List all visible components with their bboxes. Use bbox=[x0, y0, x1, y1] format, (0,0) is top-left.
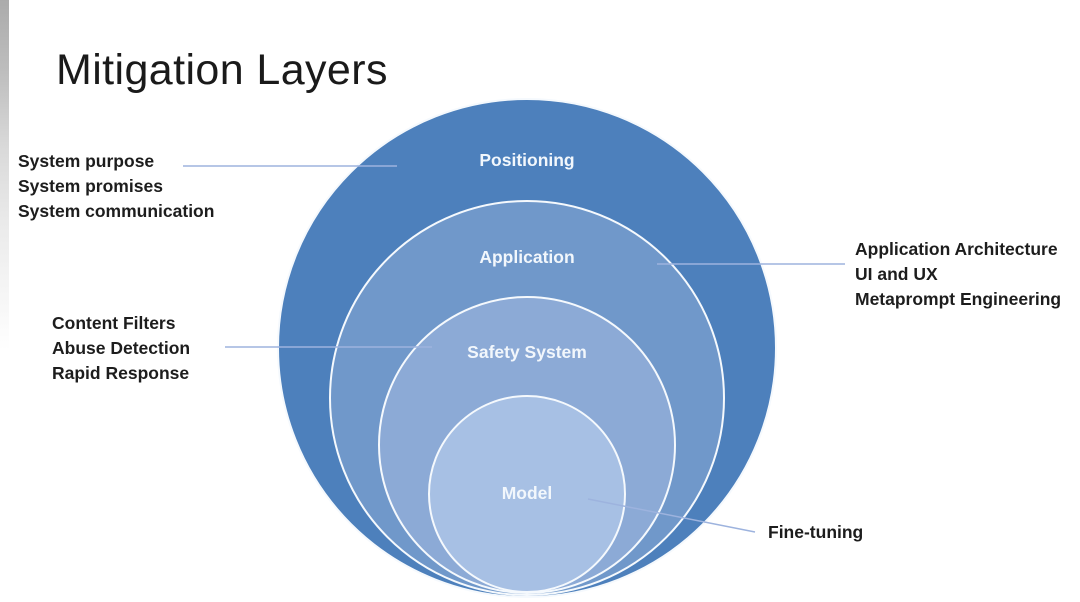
annotation-safety-system: Content Filters Abuse Detection Rapid Re… bbox=[52, 311, 190, 386]
annotation-line: System purpose bbox=[18, 151, 155, 171]
nested-circles bbox=[277, 98, 777, 598]
circle-labels: Positioning Application Safety System Mo… bbox=[467, 150, 587, 503]
label-safety-system: Safety System bbox=[467, 342, 587, 362]
left-edge-artifact bbox=[0, 0, 9, 350]
annotation-line: Application Architecture bbox=[855, 239, 1058, 259]
label-application: Application bbox=[479, 247, 574, 267]
annotation-line: UI and UX bbox=[855, 264, 938, 284]
annotation-line: Rapid Response bbox=[52, 363, 190, 383]
annotation-positioning: System purpose System promises System co… bbox=[18, 149, 214, 224]
circle-model bbox=[428, 395, 626, 593]
annotation-model: Fine-tuning bbox=[768, 520, 863, 545]
annotation-line: System communication bbox=[18, 201, 215, 221]
connector-model bbox=[587, 498, 756, 533]
slide-title: Mitigation Layers bbox=[56, 46, 388, 94]
label-model: Model bbox=[502, 483, 553, 503]
label-positioning: Positioning bbox=[479, 150, 574, 170]
annotation-line: Content Filters bbox=[52, 313, 176, 333]
annotation-line: Abuse Detection bbox=[52, 338, 191, 358]
annotation-application: Application Architecture UI and UX Metap… bbox=[855, 237, 1061, 312]
annotation-line: Metaprompt Engineering bbox=[855, 289, 1062, 309]
annotation-line: System promises bbox=[18, 176, 163, 196]
annotation-line: Fine-tuning bbox=[768, 522, 864, 542]
connector-lines bbox=[183, 165, 845, 533]
